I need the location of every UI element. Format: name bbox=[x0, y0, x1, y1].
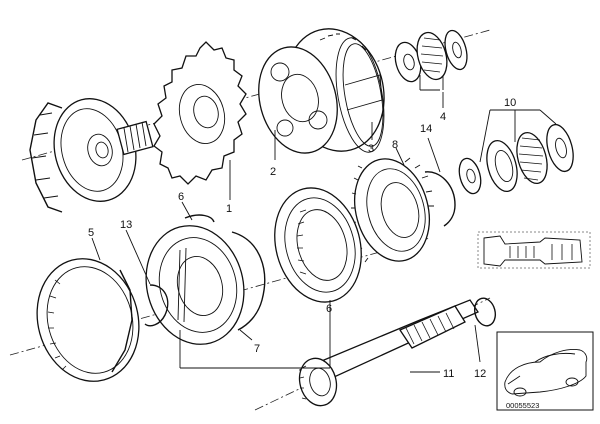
vehicle-thumbnail: 00055523 bbox=[496, 331, 594, 411]
callout-6-upper: 6 bbox=[178, 191, 184, 203]
sprocket-disc-part bbox=[153, 41, 247, 185]
needle-bearing-part bbox=[458, 123, 574, 195]
callout-2: 2 bbox=[270, 166, 276, 178]
callout-10: 10 bbox=[504, 97, 516, 109]
callout-1: 1 bbox=[226, 203, 232, 215]
callout-8: 8 bbox=[392, 139, 398, 151]
snap-ring-part bbox=[424, 171, 456, 227]
callout-12: 12 bbox=[474, 368, 486, 380]
image-code: 00055523 bbox=[506, 401, 539, 410]
callout-13: 13 bbox=[120, 219, 132, 231]
callout-11: 11 bbox=[443, 368, 454, 380]
o-ring-part bbox=[473, 297, 497, 327]
planetary-carrier-part bbox=[258, 28, 385, 154]
ring-carrier-part bbox=[145, 214, 266, 345]
leader-lines bbox=[91, 75, 557, 373]
clutch-ring-part bbox=[274, 187, 362, 303]
internal-ring-gear-part bbox=[36, 258, 140, 382]
callout-14: 14 bbox=[420, 123, 432, 135]
transmission-inset bbox=[477, 231, 591, 269]
ring-gear-part bbox=[351, 157, 434, 263]
callout-7: 7 bbox=[254, 343, 260, 355]
drum-housing-part bbox=[29, 98, 154, 213]
callout-4: 4 bbox=[440, 111, 446, 123]
callout-6-lower: 6 bbox=[326, 303, 332, 315]
retaining-ring-part bbox=[335, 37, 385, 153]
thrust-bearing-part bbox=[394, 29, 468, 83]
callout-3: 3 bbox=[368, 143, 374, 155]
small-snap-ring-part bbox=[144, 284, 169, 327]
callout-5: 5 bbox=[88, 227, 94, 239]
output-shaft-part bbox=[298, 299, 479, 407]
